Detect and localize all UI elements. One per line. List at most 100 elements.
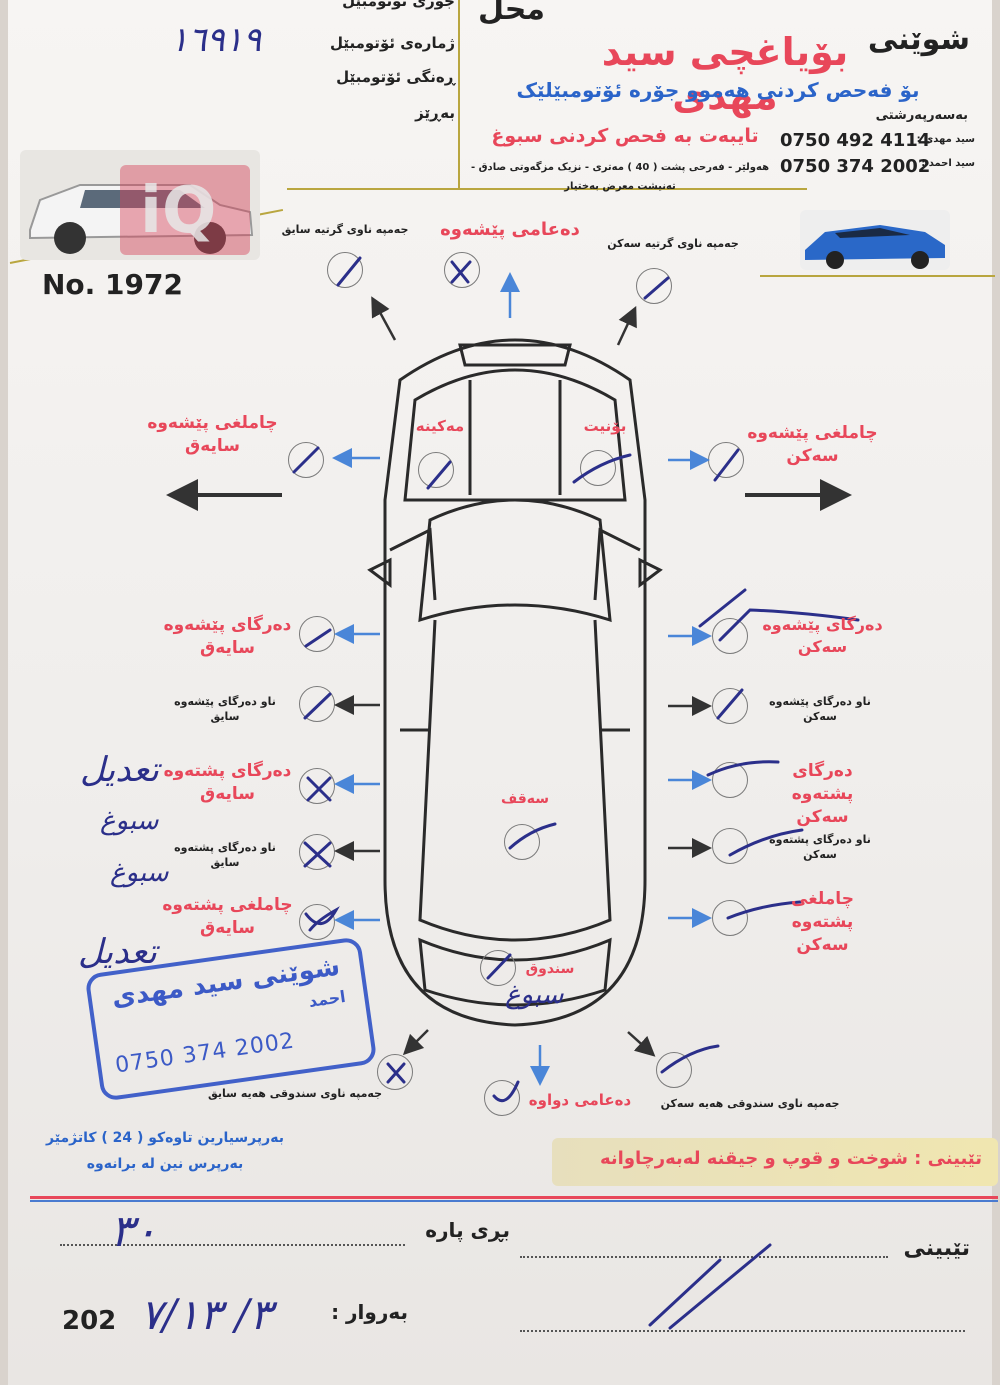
phone-1: 0750 492 4114 [780,130,931,151]
car-color-label: ڕەنگی ئۆتومبێل [336,68,455,86]
front-left-corner-label: جەمپە ناوی گرتیە سایق [281,223,409,236]
rear-fender-passenger-line1: چاملغی پشتەوە [791,889,854,932]
front-bumper-label: دەعامی پێشەوە [440,219,580,240]
handwritten-note-3: سبوغ [110,858,169,888]
inner-front-door-passenger-line1: ناو دەرگای پێشەوە [769,695,871,708]
shop-subtitle: بۆ فەحص کردنی هەموو جۆرە ئۆتومبێلێک [516,78,920,102]
front-door-driver-line1: دەرگای پێشەوە [163,615,292,635]
inner-rear-door-passenger-label: ناو دەرگای پشتەوە سەکن [760,832,880,863]
suv-thumbnail: iQ [20,150,260,260]
front-fender-driver-line1: چاملغی پێشەوە [147,413,278,433]
roof-label: سەقف [500,791,550,807]
rear-door-passenger-check[interactable] [712,762,748,798]
rear-bumper-check[interactable] [484,1080,520,1116]
inner-front-door-passenger-check[interactable] [712,688,748,724]
rear-door-passenger-line2: سەکن [796,806,849,827]
signature [648,1243,772,1330]
bonnet-label: بۆنیت [583,417,627,435]
car-number-label: ژمارەی ئۆتومبێل [329,34,455,52]
car-top-view-diagram [367,338,663,1027]
rear-door-driver-line2: سایەق [200,783,255,804]
note-dots-2 [520,1330,965,1332]
date-year-prefix: 202 [62,1306,117,1336]
engine-check[interactable] [418,452,454,488]
front-fender-passenger-line2: سەکن [786,445,839,466]
managed-by-label: بەسەرپەرشتی [875,108,968,123]
rear-door-passenger-label: دەرگای پشتەوە سەکن [760,760,885,829]
note-box-text: تێبینی : شوخت و قوپ و جیقنە لەبەرچاوانە [600,1148,982,1169]
rear-fender-passenger-check[interactable] [712,900,748,936]
handwritten-amount: ٣٠ [110,1206,158,1257]
stamp-line2: احمد [307,986,347,1011]
svg-text:iQ: iQ [140,174,216,248]
shop-title: بۆیاغچی سید مهدی [601,30,849,118]
separator-red [30,1196,998,1199]
inner-rear-door-driver-line2: سایق [210,856,240,870]
trunk-check[interactable] [480,950,516,986]
rear-left-corner-check[interactable] [377,1054,413,1090]
inner-front-door-driver-line2: سایق [210,710,240,724]
person2-label: سید احمد : [921,158,975,169]
sedan-thumbnail [800,210,950,270]
handwritten-date: ٣/ ٧/١٣ [140,1290,272,1339]
handwritten-car-number: ١٦٩١٩ [170,20,262,60]
front-door-passenger-check[interactable] [712,618,748,654]
header-divider [458,0,460,190]
rear-fender-driver-line2: سایەق [200,917,255,938]
roof-check[interactable] [504,824,540,860]
rear-fender-driver-label: چاملغی پشتەوە سایەق [160,894,295,940]
trunk-label: سندوق [525,961,575,977]
rear-fender-passenger-line2: سەکن [796,934,849,955]
front-fender-driver-line2: سایەق [185,435,240,456]
phone-2: 0750 374 2002 [780,156,931,177]
inner-rear-door-passenger-line2: سەکن [803,848,837,862]
special-text: تایبەت بە فحص کردنی سبوغ [491,125,759,147]
front-fender-driver-label: چاملغی پێشەوە سایەق [145,412,280,458]
date-label: بەروار : [331,1300,408,1324]
front-fender-passenger-label: چاملغی پێشەوە سەکن [745,422,880,468]
front-right-corner-check[interactable] [636,268,672,304]
rear-door-driver-label: دەرگای پشتەوە سایەق [160,760,295,806]
inner-front-door-driver-label: ناو دەرگای پێشەوە سایق [160,694,290,725]
rear-right-corner-label: جەمپە ناوی سندوقی هەیە سەکن [660,1097,840,1110]
engine-label: مەکینە [415,417,465,435]
place-label: شوێنی [867,22,970,57]
header-bottom-line-right [760,275,995,277]
rear-right-corner-check[interactable] [656,1052,692,1088]
document-number: No. 1972 [42,268,183,301]
rear-door-passenger-line1: دەرگای پشتەوە [791,761,854,804]
inner-rear-door-driver-label: ناو دەرگای پشتەوە سایق [160,840,290,871]
front-door-driver-label: دەرگای پێشەوە سایەق [160,614,295,660]
address: هەولێر - فەرحی پشت ( 40 ) مەتری - نزیک م… [470,162,769,192]
note-label: تێبینی [903,1236,970,1261]
stamp-phone: 0750 374 2002 [113,1028,297,1079]
rear-door-driver-line1: دەرگای پشتەوە [163,761,292,781]
inner-front-door-driver-line1: ناو دەرگای پێشەوە [174,695,276,708]
note-dots [520,1256,888,1258]
front-door-passenger-line1: دەرگای پێشەوە [762,615,883,634]
model-label: بەڕێز [415,104,455,122]
front-left-corner-check[interactable] [327,252,363,288]
person1-label: سید مهدی : [916,134,975,145]
front-fender-driver-check[interactable] [288,442,324,478]
handwritten-note-4: تعديل [78,932,157,972]
bonnet-check[interactable] [580,450,616,486]
inner-front-door-passenger-label: ناو دەرگای پێشەوە سەکن [760,694,880,725]
note-box: تێبینی : شوخت و قوپ و جیقنە لەبەرچاوانە [552,1138,998,1186]
rear-fender-passenger-label: چاملغی پشتەوە سەکن [760,888,885,957]
handwritten-trunk-note: سبوغ [505,980,564,1010]
front-right-corner-label: جەمپە ناوی گرتیە سەکن [607,237,739,250]
front-bumper-check[interactable] [444,252,480,288]
rear-bumper-label: دەعامی دواوە [528,1091,632,1109]
front-fender-passenger-line1: چاملغی پێشەوە [747,423,878,443]
mahal-label: محل [478,0,545,27]
amount-label: بڕی پارە [425,1218,510,1242]
inner-rear-door-driver-line1: ناو دەرگای پشتەوە [174,841,276,854]
inner-front-door-passenger-line2: سەکن [803,710,837,724]
inner-rear-door-passenger-line1: ناو دەرگای پشتەوە [769,833,871,846]
rear-fender-driver-line1: چاملغی پشتەوە [162,895,293,915]
rear-left-corner-label: جەمپە ناوی سندوقی هەیە سایق [208,1087,382,1100]
amount-dots [60,1244,405,1246]
